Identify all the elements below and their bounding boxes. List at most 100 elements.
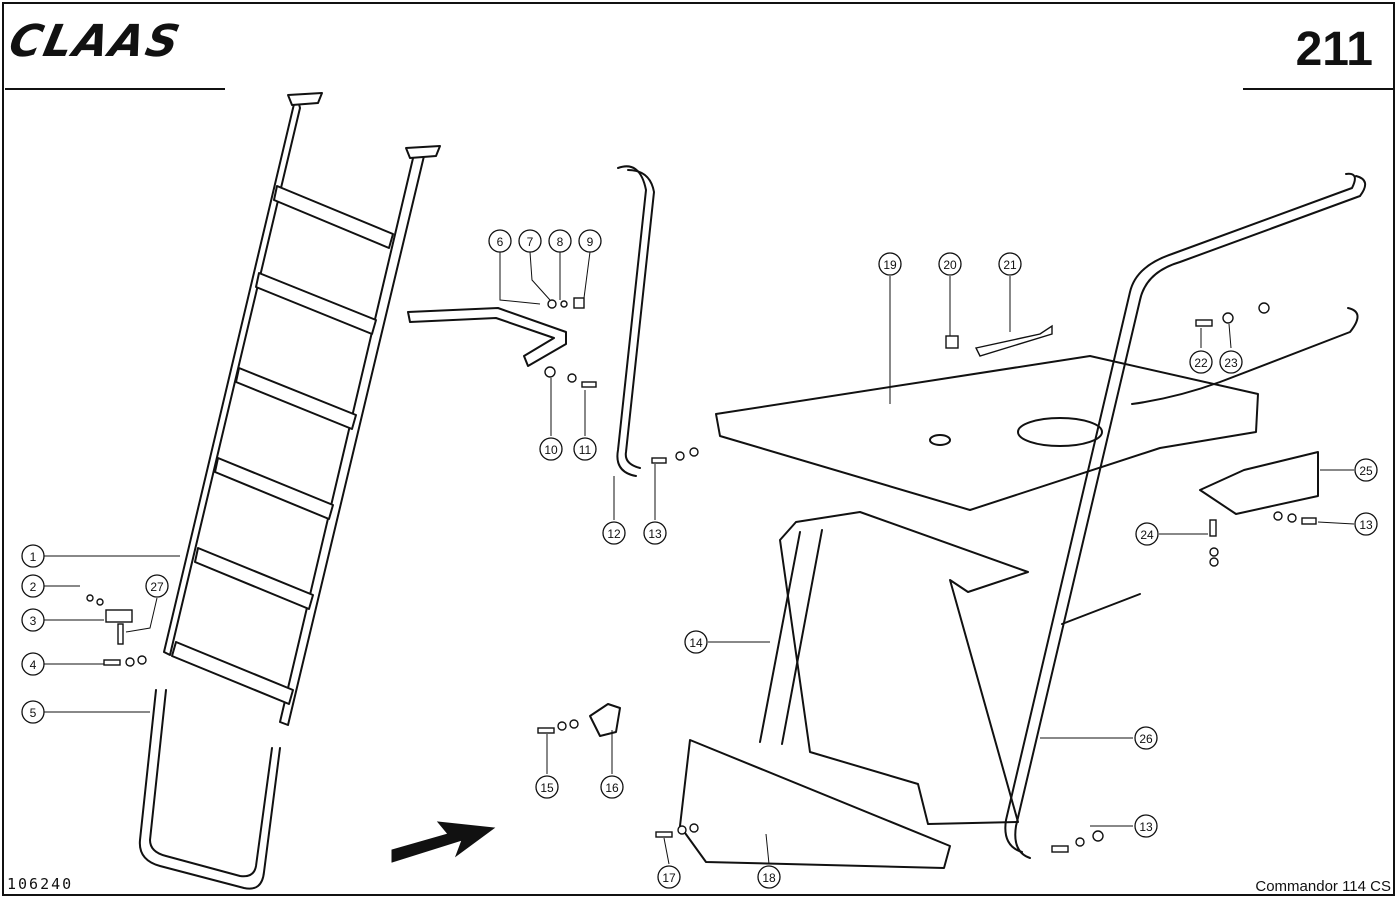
handrail-12	[616, 165, 655, 477]
callout-circle	[488, 229, 512, 253]
callout-12: 12	[602, 521, 626, 545]
callout-label: 11	[579, 443, 592, 457]
bracket-16	[589, 703, 621, 737]
callout-label: 5	[30, 706, 37, 720]
callout-16: 16	[600, 775, 624, 799]
callout-label: 25	[1359, 464, 1373, 478]
callout-circle	[518, 229, 542, 253]
callout-label: 17	[662, 871, 676, 885]
callout-label: 10	[544, 443, 558, 457]
leader-lines	[42, 251, 1355, 865]
callout-label: 24	[1140, 528, 1154, 542]
callout-15: 15	[535, 775, 559, 799]
callout-circle	[600, 775, 624, 799]
callout-22: 22	[1189, 350, 1213, 374]
callout-20: 20	[938, 252, 962, 276]
callout-13: 13	[643, 521, 667, 545]
callout-label: 26	[1139, 732, 1153, 746]
direction-arrow	[391, 821, 496, 863]
callout-7: 7	[518, 229, 542, 253]
callout-label: 3	[30, 614, 37, 628]
callout-23: 23	[1219, 350, 1243, 374]
callout-circle	[938, 252, 962, 276]
callout-4: 4	[21, 652, 45, 676]
callout-13: 13	[1354, 512, 1378, 536]
callout-9: 9	[578, 229, 602, 253]
model-name: Commandor 114 CS	[1255, 878, 1391, 895]
callout-circle	[21, 544, 45, 568]
callout-25: 25	[1354, 458, 1378, 482]
platform-19	[715, 355, 1259, 511]
callout-label: 8	[557, 235, 564, 249]
callout-26: 26	[1134, 726, 1158, 750]
callout-label: 9	[587, 235, 594, 249]
callout-circle	[684, 630, 708, 654]
drawing-number: 106240	[7, 875, 74, 893]
callout-label: 13	[1359, 518, 1373, 532]
callout-circle	[878, 252, 902, 276]
bracket-6	[407, 307, 567, 367]
callout-5: 5	[21, 700, 45, 724]
callout-18: 18	[757, 865, 781, 889]
callout-circle	[602, 521, 626, 545]
callout-label: 4	[30, 658, 37, 672]
callout-circle	[21, 608, 45, 632]
callout-8: 8	[548, 229, 572, 253]
callout-2: 2	[21, 574, 45, 598]
callout-label: 20	[943, 258, 957, 272]
fastener-hardware	[86, 297, 1317, 853]
callout-24: 24	[1135, 522, 1159, 546]
callout-circle	[578, 229, 602, 253]
callout-3: 3	[21, 608, 45, 632]
callout-circle	[21, 700, 45, 724]
callout-label: 19	[883, 258, 897, 272]
callout-circle	[539, 437, 563, 461]
callout-label: 13	[1139, 820, 1153, 834]
callout-circle	[145, 574, 169, 598]
callout-label: 6	[497, 235, 504, 249]
callout-11: 11	[573, 437, 597, 461]
callout-label: 23	[1224, 356, 1238, 370]
plate-18	[679, 739, 951, 869]
callout-1: 1	[21, 544, 45, 568]
callout-circle	[21, 574, 45, 598]
callout-label: 7	[527, 235, 534, 249]
callout-circle	[1354, 458, 1378, 482]
callout-circle	[1219, 350, 1243, 374]
page-number: 211	[1295, 23, 1373, 76]
callout-label: 21	[1003, 258, 1017, 272]
ladder	[138, 92, 441, 890]
callout-label: 27	[150, 580, 164, 594]
header-rule-left	[5, 88, 225, 90]
callout-label: 15	[540, 781, 554, 795]
callout-6: 6	[488, 229, 512, 253]
callout-21: 21	[998, 252, 1022, 276]
callout-14: 14	[684, 630, 708, 654]
callout-label: 18	[762, 871, 776, 885]
callout-circle	[1354, 512, 1378, 536]
callout-label: 13	[648, 527, 662, 541]
callout-circle	[1134, 726, 1158, 750]
callout-circle	[548, 229, 572, 253]
support-brace	[1061, 593, 1141, 625]
callout-19: 19	[878, 252, 902, 276]
callout-13: 13	[1134, 814, 1158, 838]
callout-circle	[657, 865, 681, 889]
callout-10: 10	[539, 437, 563, 461]
callout-17: 17	[657, 865, 681, 889]
callout-circle	[998, 252, 1022, 276]
frame-14	[759, 511, 1029, 825]
callout-circle	[1135, 522, 1159, 546]
callout-label: 14	[689, 636, 703, 650]
callout-label: 22	[1194, 356, 1208, 370]
callout-circle	[643, 521, 667, 545]
callout-circle	[21, 652, 45, 676]
callout-label: 1	[30, 550, 37, 564]
handrail-26	[1004, 172, 1367, 859]
callout-label: 2	[30, 580, 37, 594]
header-rule-right	[1243, 88, 1393, 90]
callout-circle	[535, 775, 559, 799]
